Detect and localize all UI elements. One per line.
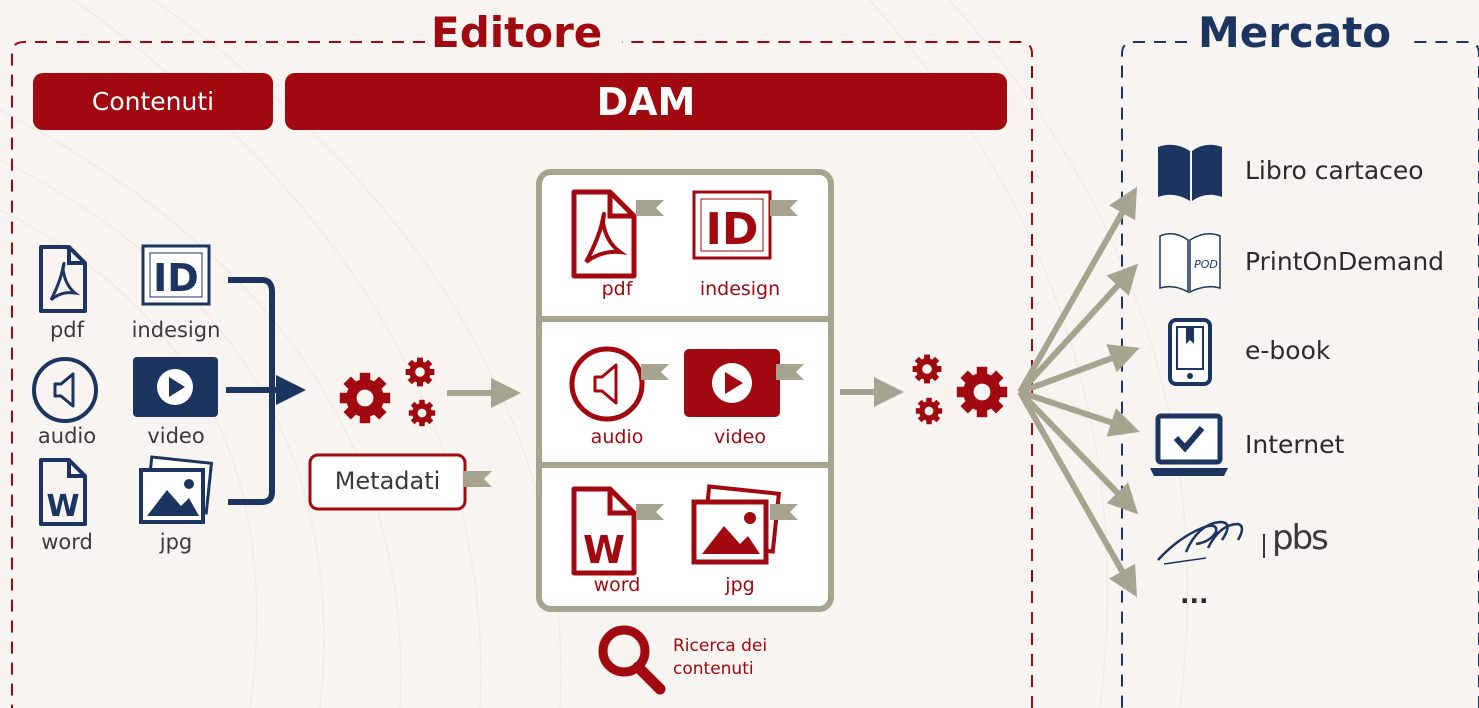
- dam-label-audio: audio: [590, 426, 644, 448]
- dam-jpg-icon: [691, 484, 782, 565]
- dam-indesign-icon: ID: [692, 190, 772, 260]
- svg-text:W: W: [583, 528, 625, 572]
- pod-book-icon: POD: [1159, 233, 1221, 294]
- audio-icon: [32, 357, 98, 423]
- dam-label-indesign: indesign: [699, 278, 781, 300]
- indesign-icon: ID: [141, 244, 211, 306]
- source-label-pdf: pdf: [49, 318, 85, 342]
- search-label-line1: Ricerca dei: [673, 636, 768, 656]
- tablet-icon: [1168, 318, 1212, 386]
- market-label-internet: Internet: [1245, 430, 1345, 459]
- svg-text:POD: POD: [1194, 258, 1218, 271]
- contenuti-label: Contenuti: [91, 87, 215, 116]
- dam-pdf-icon: [571, 189, 637, 279]
- svg-text:ID: ID: [706, 204, 759, 255]
- source-label-audio: audio: [37, 424, 97, 448]
- contenuti-bar: Contenuti: [33, 73, 273, 130]
- dam-label-jpg: jpg: [725, 574, 755, 596]
- dam-bar: DAM: [285, 73, 1007, 130]
- dam-video-icon: [684, 349, 780, 417]
- source-connectors: [226, 277, 306, 505]
- laptop-icon: [1150, 413, 1228, 476]
- distribution-arrows: [1017, 186, 1140, 598]
- source-label-indesign: indesign: [131, 318, 221, 342]
- market-label-libro: Libro cartaceo: [1245, 156, 1424, 185]
- source-label-word: word: [41, 530, 93, 554]
- pdf-icon: [39, 245, 87, 313]
- dam-label-word: word: [593, 574, 641, 596]
- market-label-more: ...: [1180, 580, 1209, 609]
- svg-text:ID: ID: [153, 256, 199, 300]
- source-label-video: video: [147, 424, 205, 448]
- pbs-logo-icon: [1157, 520, 1265, 565]
- editore-title: Editore: [431, 8, 603, 57]
- dam-label: DAM: [596, 79, 696, 124]
- dam-word-icon: W: [571, 486, 637, 576]
- metadata-gears-icon: [340, 358, 435, 427]
- search-icon: [598, 625, 666, 695]
- metadati-label: Metadati: [334, 467, 441, 495]
- market-label-pod: PrintOnDemand: [1245, 247, 1445, 276]
- video-icon: [133, 357, 218, 417]
- dam-label-pdf: pdf: [601, 278, 633, 300]
- dam-label-video: video: [714, 426, 766, 448]
- market-label-pbs: pbs: [1272, 518, 1329, 558]
- distribution-gears-icon: [913, 355, 1008, 425]
- search-label-line2: contenuti: [673, 659, 754, 679]
- jpg-icon: [139, 455, 214, 524]
- dam-audio-icon: [569, 346, 645, 422]
- market-label-ebook: e-book: [1245, 336, 1331, 365]
- word-icon: W: [39, 458, 87, 526]
- svg-text:W: W: [46, 489, 79, 524]
- source-label-jpg: jpg: [159, 530, 193, 554]
- mercato-title: Mercato: [1198, 8, 1392, 57]
- editore-frame: [11, 41, 1033, 708]
- book-icon: [1158, 144, 1222, 201]
